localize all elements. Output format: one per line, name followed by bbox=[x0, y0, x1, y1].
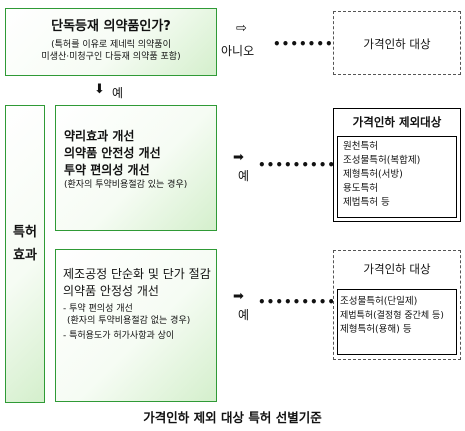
process-line-2: 의약품 안정성 개선 bbox=[63, 284, 159, 298]
yes-label-mid: 예 bbox=[238, 169, 250, 183]
process-item-1-note: (환자의 투약비용절감 없는 경우) bbox=[67, 316, 191, 326]
reduction-title: 가격인하 대상 bbox=[363, 262, 431, 276]
exclusion-item: 제형특허(서방) bbox=[343, 169, 403, 180]
reduction-item: 제법특허(결정형 중간체 등) bbox=[340, 311, 444, 321]
question-subtitle-1: (특허를 이유로 제네릭 의약품이 bbox=[51, 40, 171, 50]
criteria-line-2: 의약품 안전성 개선 bbox=[64, 146, 161, 160]
exclusion-title: 가격인하 제외대상 bbox=[352, 115, 442, 129]
improvement-criteria-box: 약리효과 개선 의약품 안전성 개선 투약 편의성 개선 (환자의 투약비용절감… bbox=[55, 105, 217, 231]
process-item-2: - 특허용도가 허가사항과 상이 bbox=[63, 331, 175, 341]
exclusion-item: 원천특허 bbox=[343, 141, 378, 152]
reduction-list-frame: 조성물특허(단일제) 제법특허(결정형 중간체 등) 제형특허(용해) 등 bbox=[337, 289, 457, 355]
criteria-line-1: 약리효과 개선 bbox=[64, 129, 135, 143]
process-item-1: - 투약 편의성 개선 bbox=[63, 304, 133, 314]
price-cut-target-box-bottom: 가격인하 대상 조성물특허(단일제) 제법특허(결정형 중간체 등) 제형특허(… bbox=[333, 250, 461, 360]
process-line-1: 제조공정 단순화 및 단가 절감 bbox=[63, 267, 211, 281]
question-box: 단독등재 의약품인가? (특허를 이유로 제네릭 의약품이 미생산·미청구인 다… bbox=[5, 8, 217, 76]
patent-effect-line1: 특허 bbox=[13, 225, 37, 240]
price-cut-target-box-top: 가격인하 대상 bbox=[333, 11, 461, 75]
exclusion-item: 용도특허 bbox=[343, 183, 378, 194]
no-label: 아니오 bbox=[221, 44, 255, 58]
reduction-item: 조성물특허(단일제) bbox=[340, 296, 418, 307]
dotted-connector-bottom: •••••••••• bbox=[258, 295, 345, 309]
yes-label-bottom: 예 bbox=[238, 308, 250, 322]
question-subtitle-2: 미생산·미청구인 다등재 의약품 포함) bbox=[41, 52, 181, 62]
patent-effect-line2: 효과 bbox=[13, 248, 37, 263]
yes-label-top: 예 bbox=[112, 86, 124, 100]
exclusion-target-box: 가격인하 제외대상 원천특허 조성물특허(복합제) 제형특허(서방) 용도특허 … bbox=[333, 108, 461, 222]
criteria-line-3: 투약 편의성 개선 bbox=[64, 163, 150, 177]
figure-caption: 가격인하 제외 대상 특허 선별기준 bbox=[143, 410, 322, 425]
question-title: 단독등재 의약품인가? bbox=[51, 19, 171, 34]
patent-effect-box: 특허 효과 bbox=[5, 105, 45, 403]
price-cut-target-label: 가격인하 대상 bbox=[363, 37, 431, 51]
criteria-note: (환자의 투약비용절감 있는 경우) bbox=[64, 180, 188, 190]
reduction-item: 제형특허(용해) 등 bbox=[340, 324, 412, 335]
down-arrow-icon: ⬇ bbox=[94, 82, 105, 97]
process-criteria-box: 제조공정 단순화 및 단가 절감 의약품 안정성 개선 - 투약 편의성 개선 … bbox=[55, 249, 217, 402]
right-arrow-icon-bottom: ➡ bbox=[233, 289, 244, 304]
exclusion-list-frame: 원천특허 조성물특허(복합제) 제형특허(서방) 용도특허 제법특허 등 bbox=[337, 136, 457, 218]
right-arrow-icon-mid: ➡ bbox=[233, 150, 244, 165]
exclusion-item: 제법특허 등 bbox=[343, 197, 390, 208]
dotted-connector-mid: •••••••••• bbox=[258, 158, 345, 172]
hollow-right-arrow-icon: ⇨ bbox=[236, 21, 247, 36]
exclusion-item: 조성물특허(복합제) bbox=[343, 155, 421, 166]
